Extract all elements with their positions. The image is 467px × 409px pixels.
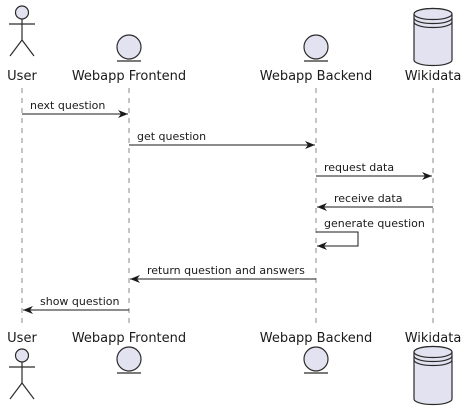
actor-stick-figure-icon — [9, 348, 35, 400]
entity-circle-icon — [303, 34, 329, 62]
message-label: return question and answers — [147, 264, 305, 277]
message-label: receive data — [334, 192, 402, 205]
participant-frontend-bottom: Webapp Frontend — [72, 331, 186, 374]
participant-wikidata-bottom: Wikidata — [405, 331, 462, 406]
message-line — [316, 231, 359, 247]
message-1: next question — [22, 99, 128, 118]
entity-circle-icon — [116, 346, 142, 374]
database-cylinder-icon — [413, 345, 453, 406]
participants-bottom: User Webapp Frontend Webapp Backend Wikidat… — [7, 331, 462, 406]
message-2: get question — [129, 130, 315, 149]
participant-label-wikidata: Wikidata — [405, 331, 462, 346]
participant-user-bottom: User — [7, 331, 37, 400]
participant-label-backend: Webapp Backend — [260, 69, 373, 84]
participant-user-top: User — [7, 5, 37, 84]
participant-label-user: User — [7, 331, 37, 346]
participant-backend-bottom: Webapp Backend — [260, 331, 373, 374]
message-label: next question — [30, 99, 105, 112]
message-4: receive data — [317, 192, 433, 211]
message-label: show question — [40, 295, 119, 308]
entity-circle-icon — [116, 34, 142, 62]
entity-circle-icon — [303, 346, 329, 374]
message-7: show question — [23, 295, 129, 314]
message-label: get question — [137, 130, 206, 143]
participant-label-user: User — [7, 69, 37, 84]
messages: next question get question request data rec… — [22, 99, 433, 314]
message-3: request data — [316, 161, 432, 180]
message-label: request data — [324, 161, 394, 174]
participant-frontend-top: Webapp Frontend — [72, 34, 186, 84]
participant-label-frontend: Webapp Frontend — [72, 331, 186, 346]
participant-label-backend: Webapp Backend — [260, 331, 373, 346]
participant-backend-top: Webapp Backend — [260, 34, 373, 84]
message-6: return question and answers — [130, 264, 316, 283]
participants-top: User Webapp Frontend Webapp Backend Wikidat… — [7, 5, 462, 84]
participant-wikidata-top: Wikidata — [405, 7, 462, 84]
message-5: generate question — [316, 217, 425, 250]
participant-label-frontend: Webapp Frontend — [72, 69, 186, 84]
participant-label-wikidata: Wikidata — [405, 69, 462, 84]
message-label: generate question — [324, 217, 425, 230]
actor-stick-figure-icon — [9, 5, 35, 57]
database-cylinder-icon — [413, 7, 453, 67]
